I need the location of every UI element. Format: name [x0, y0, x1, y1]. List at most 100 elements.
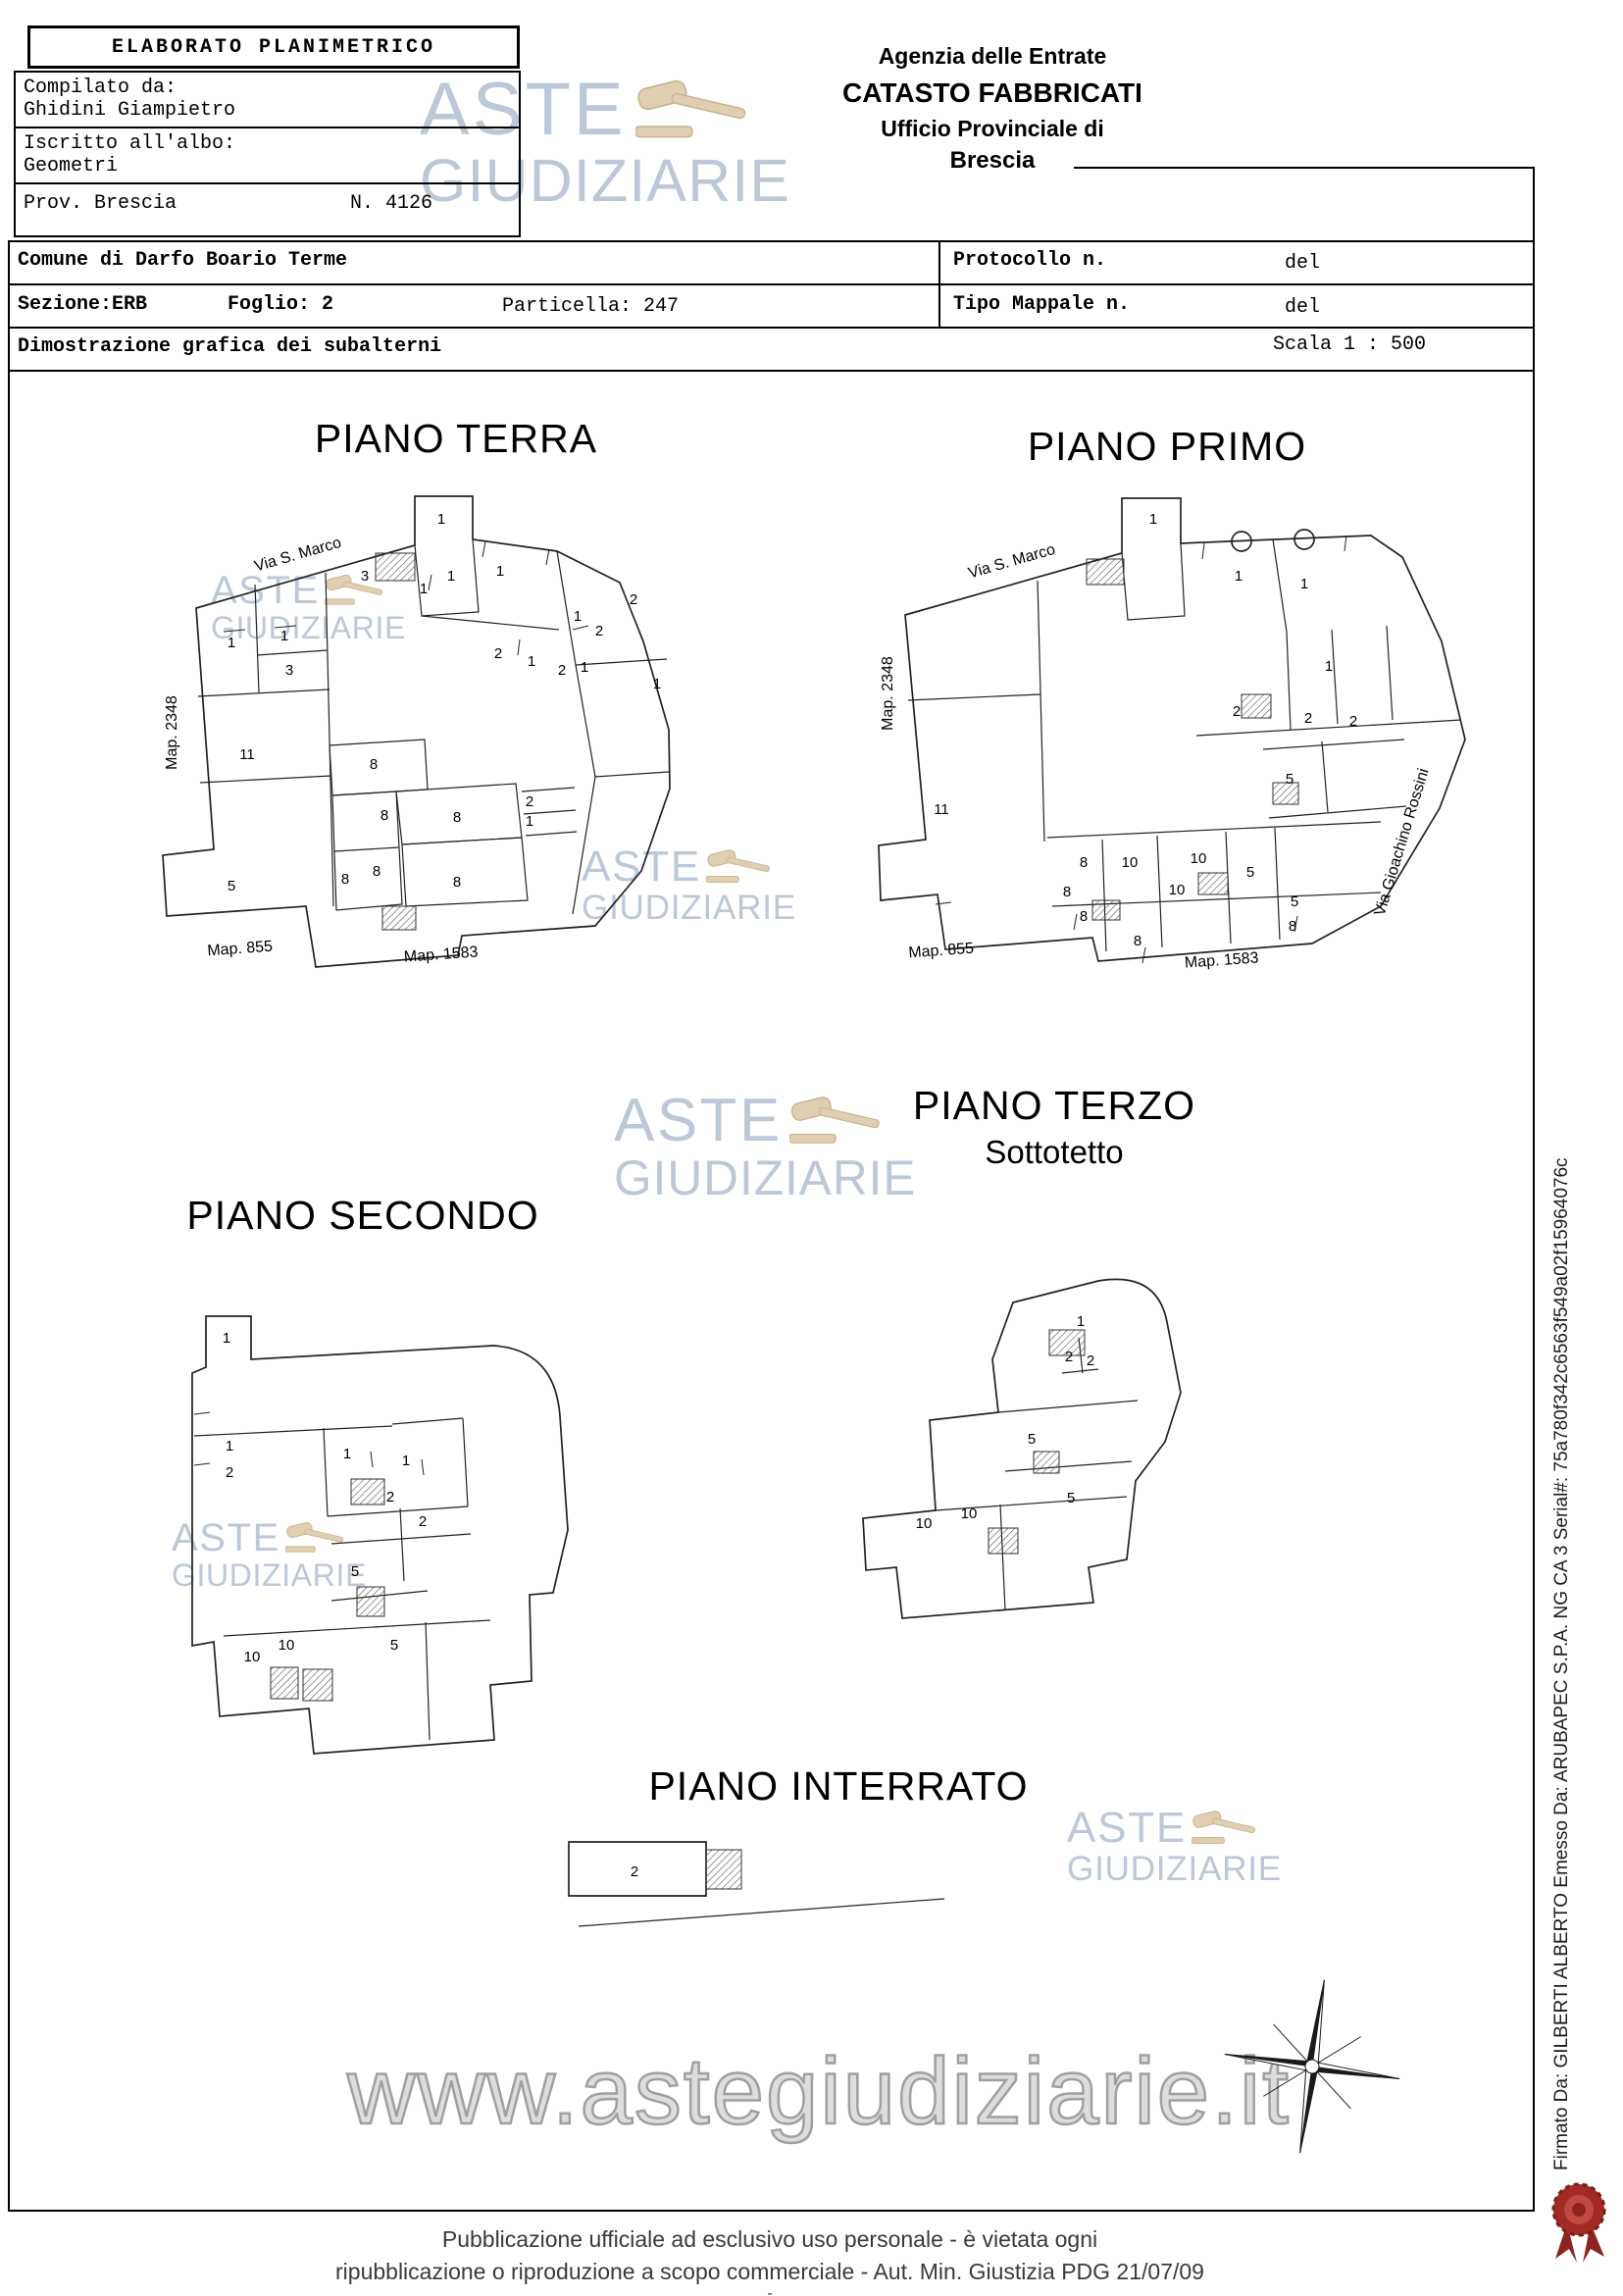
plan-label: 1 [223, 1330, 230, 1347]
plan-label: 8 [370, 756, 378, 773]
plan-label: 10 [961, 1505, 978, 1522]
plan-label: Map. 1583 [403, 944, 479, 965]
terzo-walls [862, 1278, 1182, 1619]
title-piano-interrato: PIANO INTERRATO [648, 1763, 1029, 1809]
seal-icon [1551, 2182, 1606, 2263]
plan-label: 1 [496, 563, 504, 580]
title-piano-primo: PIANO PRIMO [1027, 424, 1307, 469]
sezione-text: Sezione:ERB [18, 293, 148, 316]
subtitle-sottotetto: Sottotetto [985, 1134, 1124, 1170]
plan-label: 1 [1300, 576, 1308, 592]
plan-label: 8 [1134, 933, 1141, 949]
plan-label: 1 [653, 676, 661, 692]
plan-label: 5 [228, 878, 235, 894]
watermark-word-aste: ASTE [1067, 1804, 1187, 1852]
seal-ribbon [1551, 2182, 1606, 2263]
terra-walls [162, 495, 671, 968]
plan-label: 1 [447, 568, 455, 585]
watermark-word-aste: ASTE [614, 1087, 783, 1154]
plan-label: 3 [361, 568, 369, 585]
plan-label: 2 [1349, 713, 1357, 730]
plan-label: 2 [526, 793, 533, 810]
plan-label: 1 [526, 813, 533, 830]
plan-label: 10 [1191, 850, 1207, 867]
plan-label: 8 [380, 807, 388, 824]
protocollo-del: del [1285, 252, 1321, 275]
plan-label: 2 [494, 645, 502, 662]
compass-star [1224, 1979, 1400, 2154]
plan-label: 1 [437, 511, 445, 528]
plan-label: 2 [1304, 710, 1312, 727]
protocollo-label: Protocollo n. [953, 249, 1107, 272]
plan-label: 8 [1289, 918, 1296, 935]
plan-label: Map. 1583 [1184, 949, 1259, 971]
divider [8, 240, 1535, 242]
agency-line4: Brescia [949, 147, 1036, 174]
agency-line1: Agenzia delle Entrate [878, 43, 1107, 69]
plan-label: 10 [916, 1515, 933, 1532]
plan-label: Map. 2348 [164, 695, 180, 770]
plan-label: 1 [228, 635, 235, 651]
plan-label: 8 [341, 871, 349, 888]
comune-text: Comune di Darfo Boario Terme [18, 249, 348, 272]
plan-label: 1 [226, 1438, 233, 1454]
gavel-icon [1192, 1810, 1256, 1845]
agency-line2: CATASTO FABBRICATI [842, 77, 1142, 108]
plan-label: 2 [1065, 1349, 1073, 1365]
plan-label: 5 [351, 1563, 359, 1580]
elaborato-title: ELABORATO PLANIMETRICO [111, 35, 436, 59]
plan-label: 11 [934, 801, 949, 818]
plan-label: 1 [343, 1446, 351, 1462]
compilato-label: Compilato da: [24, 77, 178, 99]
iscritto-value: Geometri [24, 155, 119, 178]
footer-dash: - [767, 2285, 773, 2296]
plan-label: 5 [1286, 771, 1293, 788]
plan-label: 10 [244, 1649, 261, 1665]
mappale-label: Tipo Mappale n. [953, 293, 1131, 316]
plan-label: 1 [1235, 568, 1243, 585]
aste-watermark-interrato: ASTE GIUDIZIARIE [1067, 1804, 1282, 1887]
plan-label: 2 [595, 623, 603, 639]
plan-label: 2 [226, 1464, 233, 1481]
plan-label: 1 [402, 1453, 410, 1469]
plan-label: 8 [1080, 854, 1088, 871]
plan-label: 11 [239, 746, 255, 763]
mappale-del: del [1285, 296, 1321, 319]
divider [8, 2210, 1535, 2212]
plan-label: 2 [630, 591, 637, 608]
primo-walls [878, 497, 1466, 964]
plan-label: 3 [285, 662, 293, 679]
particella-text: Particella: 247 [502, 295, 680, 318]
plan-label: 10 [1169, 882, 1186, 898]
agency-line3: Ufficio Provinciale di [881, 116, 1104, 141]
plan-label: Map. 855 [908, 941, 975, 962]
plan-label: 8 [1063, 884, 1071, 900]
plan-label: 2 [558, 662, 566, 679]
compiler-box: Compilato da: Ghidini Giampietro Iscritt… [14, 71, 521, 237]
prov-row: Prov. Brescia N. 4126 [16, 182, 519, 215]
title-piano-secondo: PIANO SECONDO [186, 1193, 539, 1238]
prov-label: Prov. Brescia [24, 192, 178, 215]
plan-label: 8 [373, 863, 380, 880]
plan-label: 2 [386, 1489, 394, 1505]
interrato-walls [568, 1841, 945, 1927]
plan-label: 5 [1028, 1431, 1036, 1448]
prov-number: N. 4126 [349, 192, 432, 215]
title-piano-terra: PIANO TERRA [314, 416, 598, 461]
plan-label: 2 [631, 1863, 638, 1880]
title-piano-terzo: PIANO TERZO [912, 1083, 1196, 1128]
plan-label: 5 [1246, 864, 1254, 881]
plan-label: 5 [1067, 1490, 1075, 1506]
footer-line1: Pubblicazione ufficiale ad esclusivo uso… [441, 2226, 1098, 2252]
compass-rose [1224, 1979, 1400, 2154]
plan-label: 10 [1122, 854, 1139, 871]
divider [938, 240, 940, 327]
plan-label: 8 [453, 874, 461, 891]
plan-label: 2 [1087, 1352, 1094, 1369]
plan-label: Via Gioachino Rossini [1372, 766, 1433, 917]
plan-label: 1 [1077, 1313, 1085, 1330]
iscritto-label: Iscritto all'albo: [16, 127, 519, 155]
